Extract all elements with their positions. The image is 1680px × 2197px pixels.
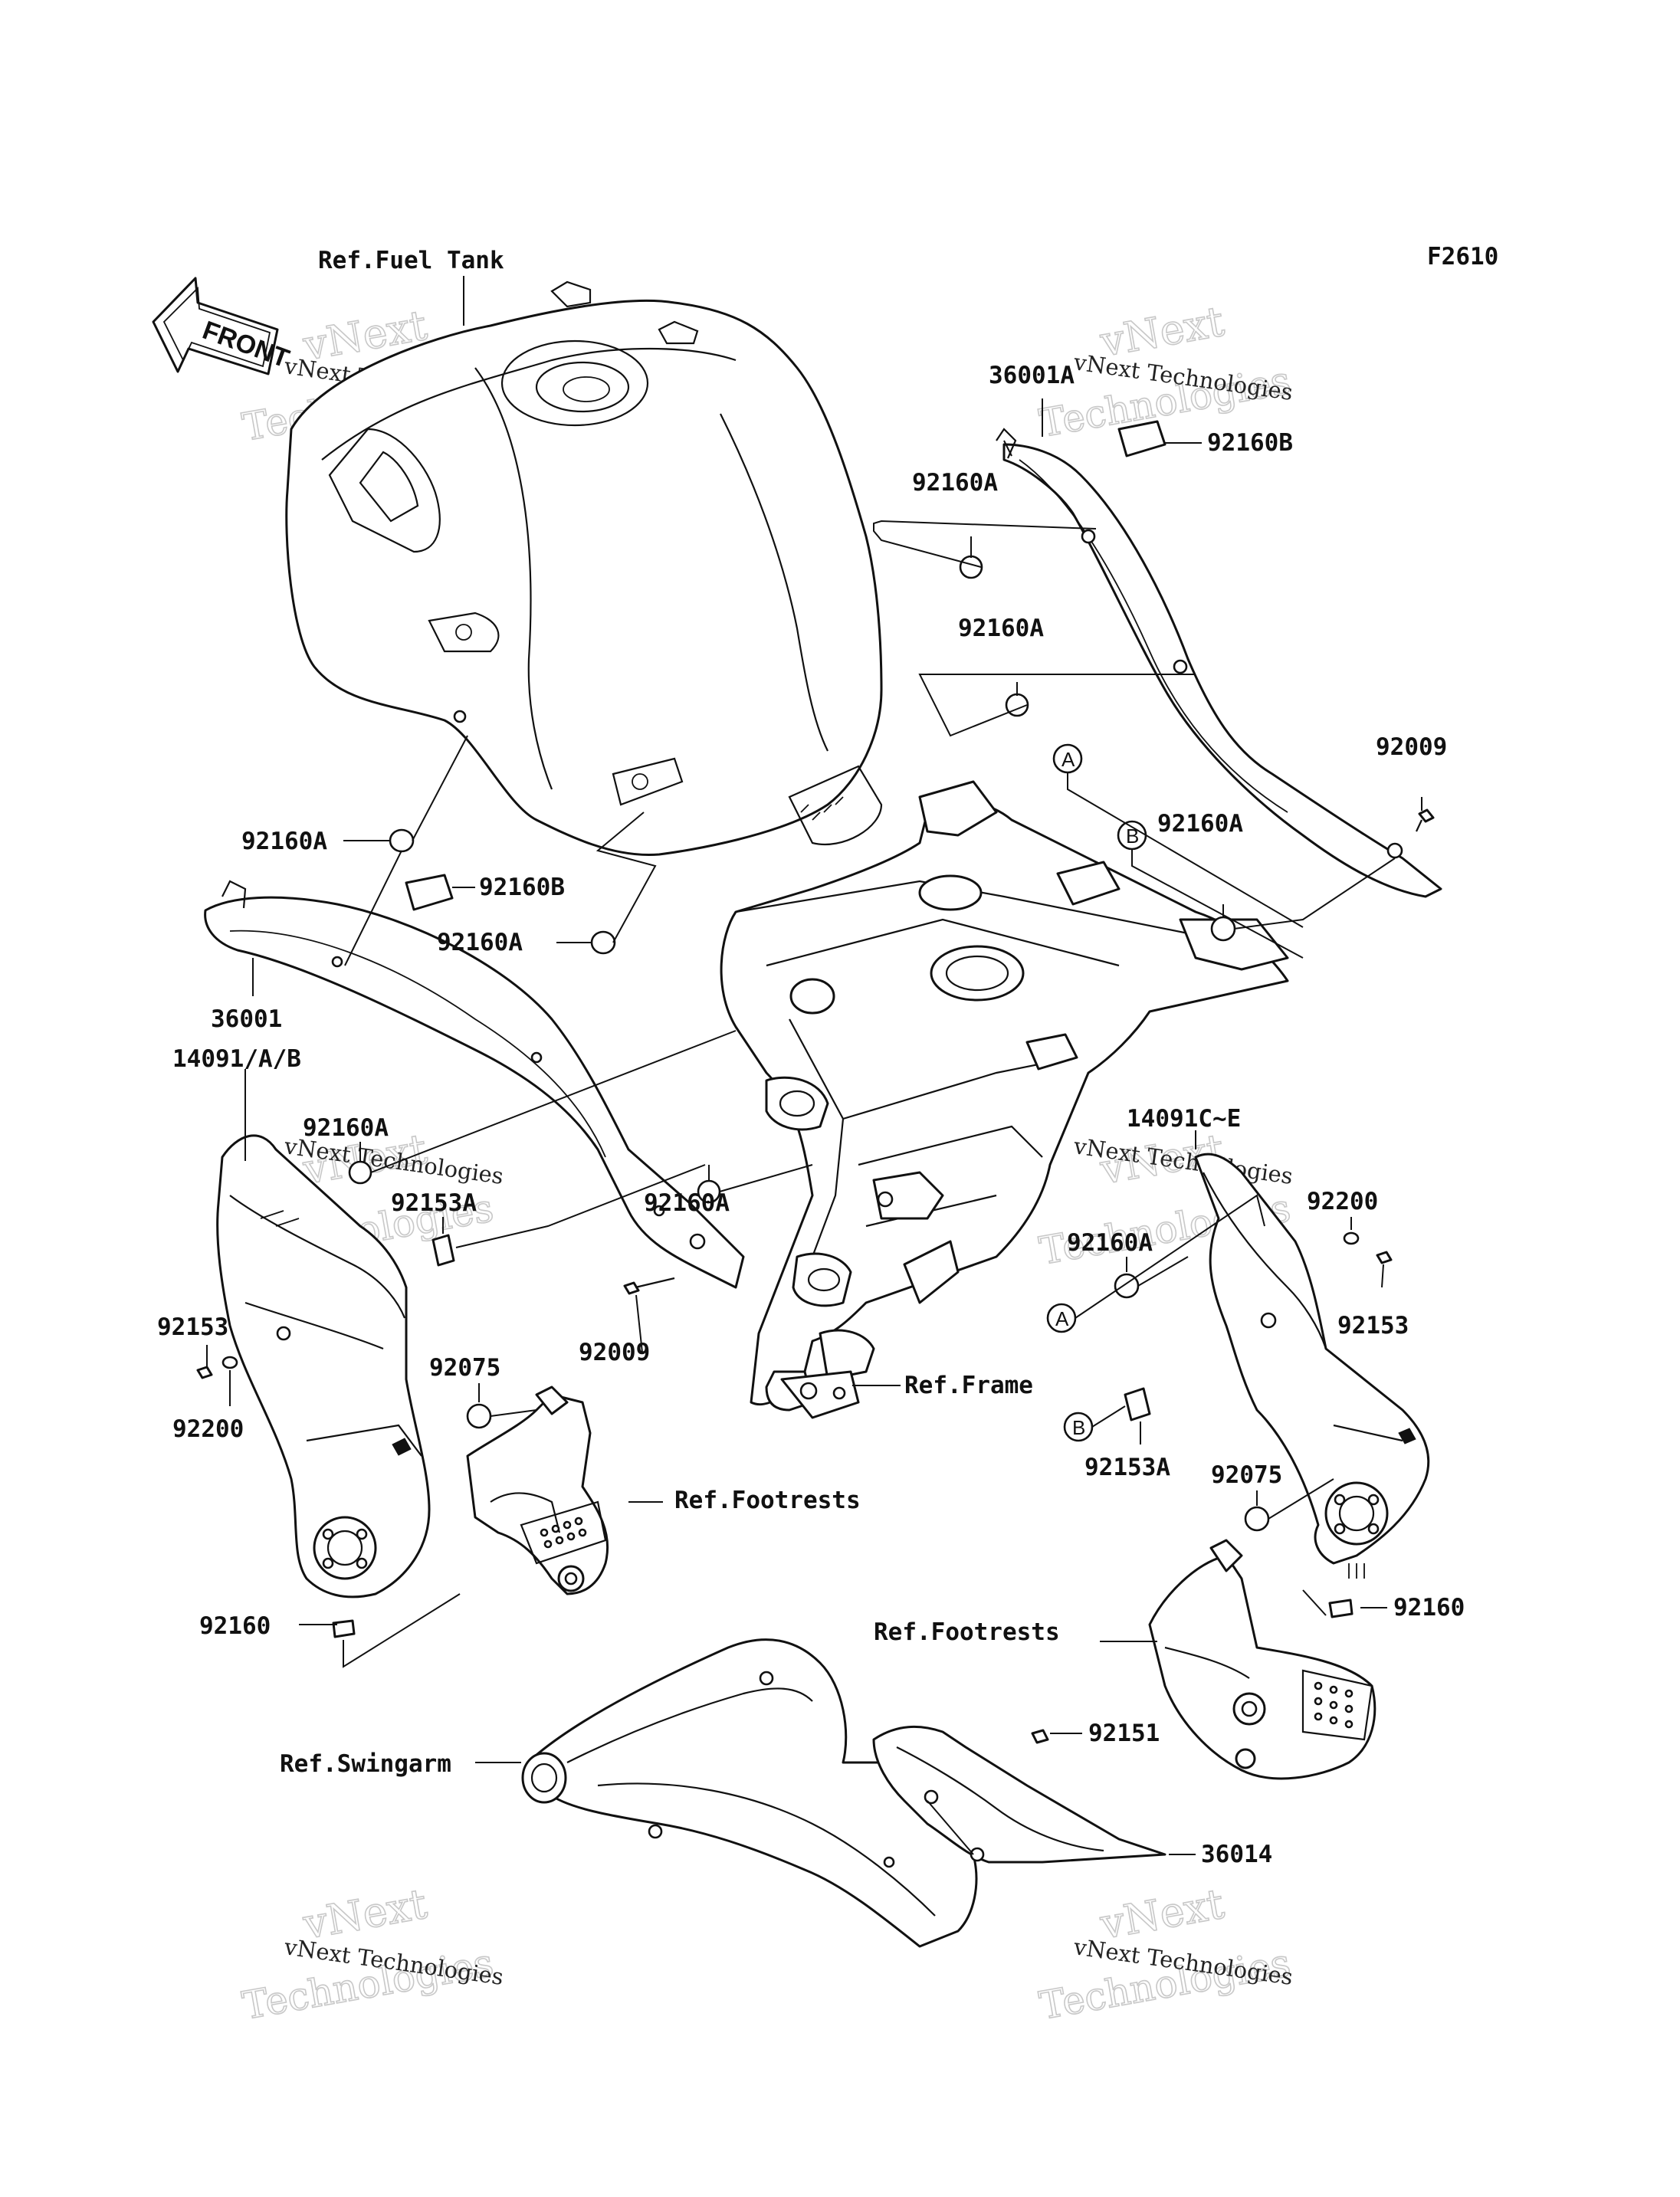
fuel-tank [285, 280, 883, 857]
callout-b-label: B [1072, 1416, 1085, 1439]
part-label-92200-left: 92200 [172, 1415, 244, 1443]
part-label-92153-left: 92153 [157, 1313, 228, 1341]
lower-cover-right [1194, 1153, 1430, 1579]
bolts [196, 808, 1435, 1744]
callout-a-lower: A [1046, 1303, 1077, 1333]
part-label-92151: 92151 [1088, 1720, 1160, 1747]
part-label-92009-right: 92009 [1376, 733, 1447, 761]
damper-icon [466, 1403, 492, 1429]
bolt-icon [623, 1281, 640, 1295]
leader-lines [206, 276, 1422, 1855]
part-label-92200-right: 92200 [1307, 1188, 1378, 1215]
damper-icon [1244, 1506, 1270, 1532]
watermark-bottom-right: vNext Technologies vNext Technologies [1035, 1879, 1294, 2029]
footrest-right [1148, 1539, 1376, 1780]
part-label-92160A-2: 92160A [958, 615, 1044, 642]
rubber-block-icon [405, 874, 454, 911]
part-label-14091AB: 14091/A/B [172, 1045, 301, 1073]
part-label-92160A-8: 92160A [1067, 1229, 1153, 1257]
chain-guard [872, 1725, 1166, 1868]
part-label-92075-left: 92075 [429, 1354, 500, 1382]
footrest-left [466, 1385, 609, 1595]
collar-icon [431, 1234, 455, 1267]
front-arrow-icon: FRONT [152, 277, 294, 375]
bolt-icon [1418, 808, 1435, 823]
callout-b-lower: B [1063, 1412, 1094, 1442]
rubber-blocks [332, 420, 1354, 1638]
part-label-92153-right: 92153 [1337, 1312, 1409, 1340]
callout-b-upper: B [1117, 820, 1147, 851]
lower-cover-left [216, 1134, 431, 1599]
part-label-92160B-top: 92160B [1207, 429, 1293, 457]
callout-a-upper: A [1052, 743, 1083, 774]
part-label-92153A-left: 92153A [391, 1189, 477, 1217]
part-label-92160A-3: 92160A [1157, 810, 1243, 838]
bolt-icon [1031, 1729, 1049, 1744]
watermark-bottom-left: vNext Technologies vNext Technologies [238, 1879, 505, 2029]
watermark-line1: vNext [1096, 1880, 1228, 1949]
grommets [348, 555, 1236, 1299]
part-label-92009-left: 92009 [579, 1339, 650, 1366]
part-label-92160A-4: 92160A [241, 828, 327, 855]
grommet-icon [590, 930, 616, 955]
part-label-36014: 36014 [1201, 1841, 1272, 1868]
washer-icon [221, 1356, 238, 1369]
figure-id: F2610 [1427, 243, 1498, 271]
washers [221, 1231, 1360, 1369]
callout-b-label: B [1126, 825, 1139, 848]
part-label-92160A-7: 92160A [644, 1189, 730, 1217]
rubber-block-icon [1328, 1599, 1354, 1618]
grommet-icon [1210, 916, 1236, 942]
callout-a-label: A [1055, 1307, 1069, 1330]
part-label-92160B-left: 92160B [479, 874, 565, 901]
ref-frame: Ref.Frame [904, 1372, 1033, 1399]
footrest-grip-dots [1314, 1681, 1354, 1729]
part-label-92160-left: 92160 [199, 1612, 271, 1640]
grommet-icon [348, 1160, 372, 1185]
part-label-92160A-5: 92160A [437, 929, 523, 956]
ref-fuel-tank: Ref.Fuel Tank [318, 247, 504, 274]
rubber-block-icon [332, 1619, 356, 1638]
part-label-92160-right: 92160 [1393, 1594, 1465, 1622]
part-label-92075-right: 92075 [1211, 1461, 1282, 1489]
bolt-icon [1376, 1251, 1393, 1264]
ref-footrests-right: Ref.Footrests [874, 1618, 1060, 1646]
collar-icon [1124, 1387, 1151, 1421]
callout-a-label: A [1061, 748, 1075, 771]
watermark-top-right: vNext Technologies vNext Technologies [1035, 297, 1294, 447]
side-cover-left [204, 880, 745, 1289]
ref-footrests-left: Ref.Footrests [674, 1487, 861, 1514]
dampers [466, 1403, 1270, 1532]
frame [720, 780, 1289, 1419]
grommet-icon [389, 828, 415, 853]
part-label-36001: 36001 [211, 1005, 282, 1033]
part-label-36001A: 36001A [989, 362, 1075, 389]
washer-icon [1343, 1231, 1360, 1245]
part-label-14091CE: 14091C~E [1127, 1105, 1241, 1133]
ref-swingarm: Ref.Swingarm [280, 1750, 451, 1778]
part-label-92160A-1: 92160A [912, 469, 998, 497]
part-label-92160A-6: 92160A [303, 1114, 389, 1142]
collars [431, 1234, 1151, 1421]
footrest-grip-dots [540, 1517, 587, 1549]
part-label-92153A-right: 92153A [1084, 1454, 1170, 1481]
rubber-block-icon [1117, 420, 1166, 457]
bolt-icon [196, 1366, 213, 1379]
side-cover-right [996, 428, 1442, 898]
